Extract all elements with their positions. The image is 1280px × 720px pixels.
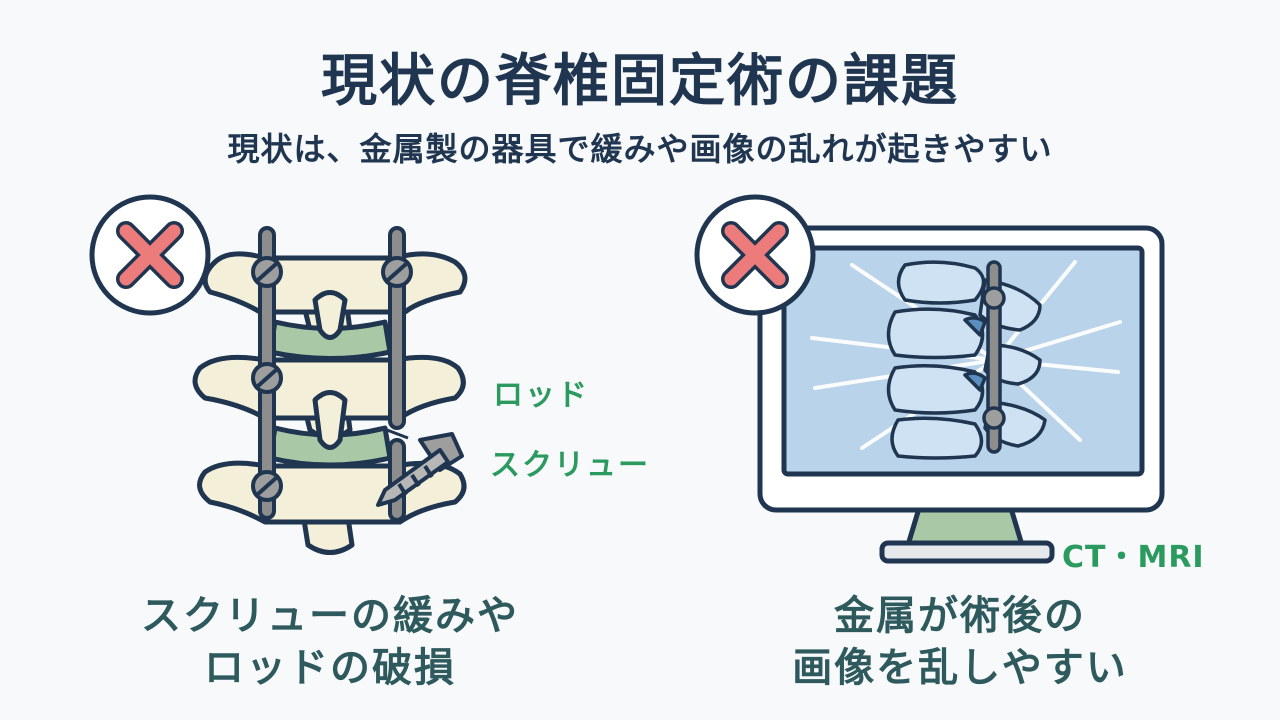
monitor-screen (781, 245, 1145, 477)
rod-label: ロッド (493, 378, 589, 413)
page-subtitle: 現状は、金属製の器具で緩みや画像の乱れが起きやすい (227, 130, 1053, 168)
right-caption-line1: 金属が術後の (834, 593, 1086, 639)
left-caption-line2: ロッドの破損 (204, 645, 456, 691)
scan-image (810, 260, 1122, 460)
left-caption: スクリューの緩みや ロッドの破損 (60, 590, 600, 694)
cross-mark-icon (89, 194, 211, 316)
left-caption-line1: スクリューの緩みや (141, 593, 519, 639)
monitor-illustration (757, 225, 1165, 564)
spine-illustration (192, 251, 468, 555)
modality-label: CT・MRI (1062, 540, 1205, 575)
right-caption: 金属が術後の 画像を乱しやすい (690, 590, 1230, 694)
loose-screw (376, 432, 464, 507)
page-title: 現状の脊椎固定術の課題 (321, 49, 959, 114)
screw-label: スクリュー (490, 448, 650, 483)
cross-mark-icon (694, 194, 816, 316)
right-caption-line2: 画像を乱しやすい (792, 645, 1128, 691)
monitor-stand-base (879, 540, 1055, 564)
screw-heads (251, 256, 413, 502)
